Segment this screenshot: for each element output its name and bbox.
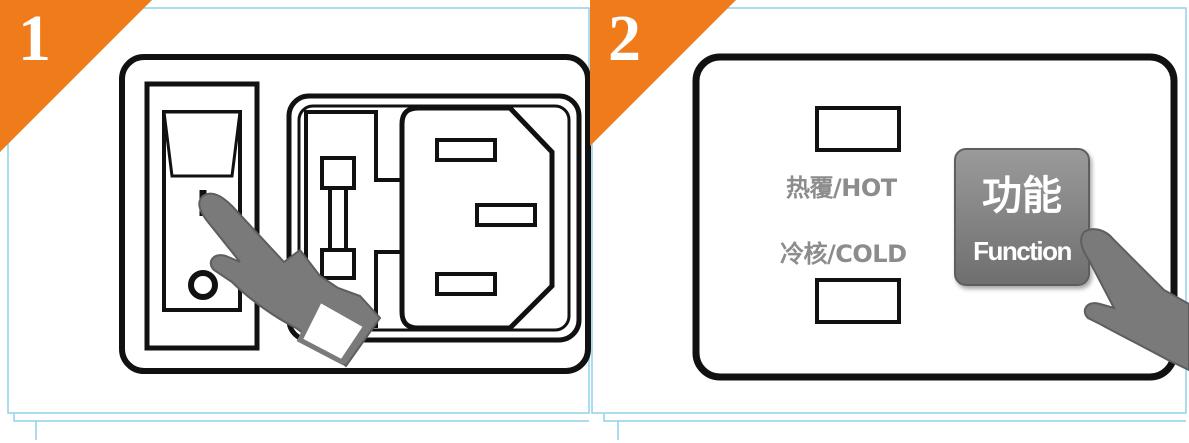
step-1-number: 1 (18, 2, 51, 75)
hot-label: 热覆/HOT (786, 174, 897, 202)
step-1-corner-badge (0, 0, 152, 152)
step-2-number: 2 (608, 2, 641, 75)
step-1-panel: 1 (0, 0, 592, 443)
pointing-hand-icon (198, 192, 382, 368)
iec-power-socket-icon (399, 105, 555, 331)
step-1-illustration (0, 0, 591, 440)
step-2-corner-badge (590, 0, 736, 146)
hot-indicator-light (815, 106, 901, 152)
function-button-label-en: Function (973, 236, 1072, 266)
step-2-illustration (590, 0, 1187, 440)
fuse-icon (304, 110, 404, 328)
cold-label: 冷核/COLD (780, 240, 907, 268)
function-button[interactable]: 功能 Function (954, 148, 1090, 286)
cold-indicator-light (815, 278, 901, 324)
function-button-label-cn: 功能 (982, 173, 1062, 219)
step-2-panel: 热覆/HOT 冷核/COLD 功能 Function 2 (590, 0, 1189, 443)
